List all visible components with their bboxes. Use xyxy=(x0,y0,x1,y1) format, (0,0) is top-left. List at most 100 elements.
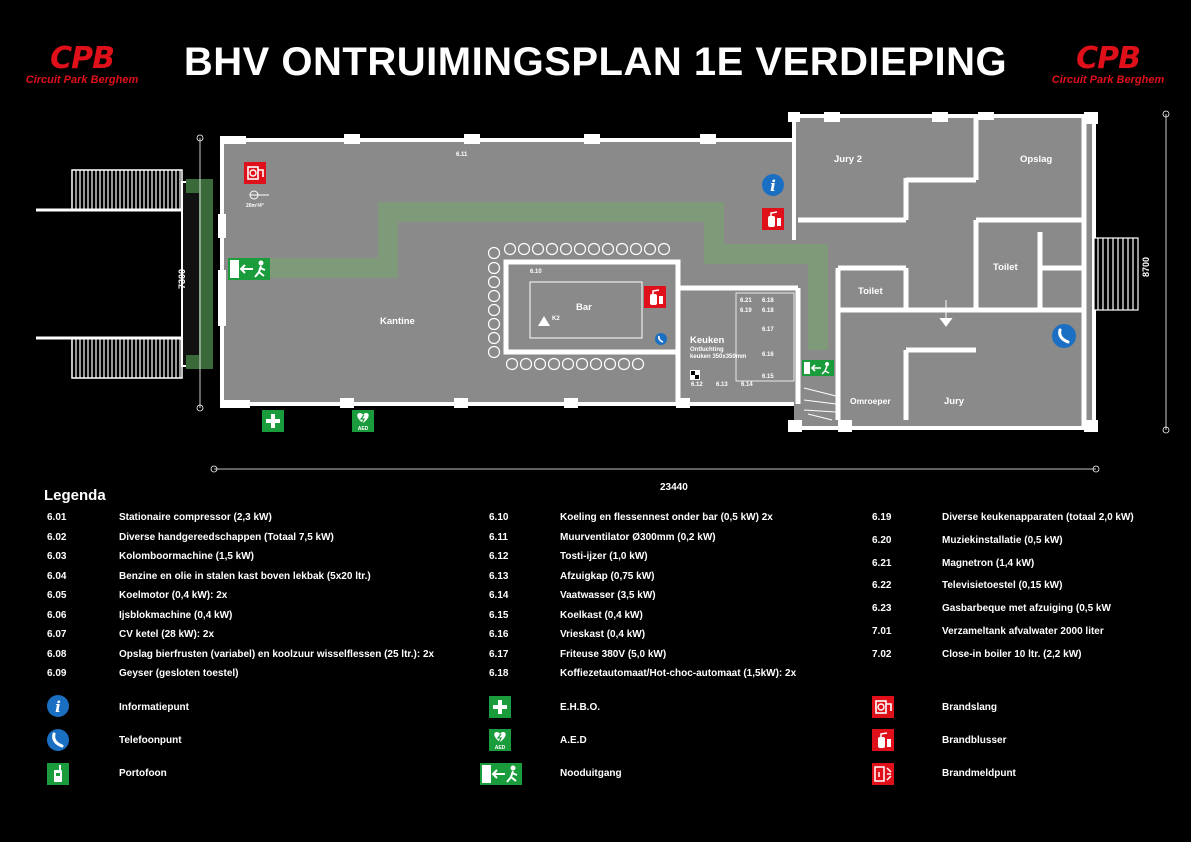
emergency-exit-icon xyxy=(480,763,522,785)
legend-code: 6.22 xyxy=(872,580,892,592)
staircase-top xyxy=(36,169,183,212)
legend-description: Magnetron (1,4 kW) xyxy=(942,557,1035,569)
legend-description: Ijsblokmachine (0,4 kW) xyxy=(119,609,233,621)
legend-code: 6.01 xyxy=(47,512,67,523)
legend-code: 6.07 xyxy=(47,629,67,640)
fire-hose-icon xyxy=(872,696,894,718)
legend-description: Televisietoestel (0,15 kW) xyxy=(942,580,1063,592)
legend-info-label: Informatiepunt xyxy=(119,702,189,713)
room-bar: Bar xyxy=(576,302,592,313)
legend-code: 6.05 xyxy=(47,590,67,601)
legend-code: 6.03 xyxy=(47,551,67,562)
room-jury-2: Jury 2 xyxy=(834,154,862,165)
phone-icon xyxy=(1052,324,1076,348)
legend-description: Close-in boiler 10 ltr. (2,2 kW) xyxy=(942,648,1082,660)
dimension-left-height: 7300 xyxy=(177,268,188,290)
label-6-11: 6.11 xyxy=(456,152,468,158)
room-kantine: Kantine xyxy=(380,316,415,327)
label-6-18: 6.18 xyxy=(762,308,774,314)
legend-code: 6.18 xyxy=(489,668,509,679)
fire-alarm-icon xyxy=(872,763,894,785)
legend-description: Koeling en flessennest onder bar (0,5 kW… xyxy=(560,512,773,523)
emergency-exit-icon xyxy=(802,360,834,376)
legend-extinguisher-label: Brandblusser xyxy=(942,735,1007,746)
legend-code: 6.09 xyxy=(47,668,67,679)
legend-code: 6.06 xyxy=(47,609,67,621)
svg-text:i: i xyxy=(770,177,776,195)
legend-code: 6.13 xyxy=(489,570,509,582)
label-6-10: 6.10 xyxy=(530,269,542,275)
aed-label: AED xyxy=(494,745,506,751)
legend-code: 6.15 xyxy=(489,609,509,621)
cpb-logo-right: CPB Circuit Park Berghem xyxy=(1048,44,1168,88)
legend-code: 6.11 xyxy=(489,531,508,543)
label-6-14: 6.14 xyxy=(741,382,753,388)
label-6-16: 6.16 xyxy=(762,352,774,358)
fire-hose-icon xyxy=(244,162,266,184)
logo-text: CPB xyxy=(50,41,115,76)
keuken-note: keuken 350x350mm xyxy=(690,354,747,360)
info-point-icon: i xyxy=(47,695,69,717)
legend-description: Muziekinstallatie (0,5 kW) xyxy=(942,534,1063,546)
cpb-logo-left: CPB Circuit Park Berghem xyxy=(22,44,142,88)
label-6-17: 6.17 xyxy=(762,327,774,333)
legend-description: Koffiezetautomaat/Hot-choc-automaat (1,5… xyxy=(560,668,797,679)
legend-code: 6.02 xyxy=(47,531,67,543)
legend-aed-label: A.E.D xyxy=(560,735,587,746)
legend-description: Verzameltank afvalwater 2000 liter xyxy=(942,626,1104,637)
legend-code: 6.17 xyxy=(489,648,509,660)
legend-description: Stationaire compressor (2,3 kW) xyxy=(119,512,272,523)
radio-icon xyxy=(47,763,69,785)
logo-subtitle: Circuit Park Berghem xyxy=(25,74,139,86)
legend-description: Tosti-ijzer (1,0 kW) xyxy=(560,551,648,562)
legend-code: 6.23 xyxy=(872,603,892,615)
legend-description: Gasbarbeque met afzuiging (0,5 kW xyxy=(942,603,1111,615)
legend-description: Afzuigkap (0,75 kW) xyxy=(560,570,655,582)
legend-alarm-label: Brandmeldpunt xyxy=(942,768,1016,779)
phone-icon xyxy=(655,333,667,345)
legend-code: 6.20 xyxy=(872,534,892,546)
legend-description: Koelmotor (0,4 kW): 2x xyxy=(119,590,228,601)
first-aid-icon xyxy=(262,410,284,432)
legend-code: 6.16 xyxy=(489,629,509,640)
label-6-19: 6.19 xyxy=(740,308,752,314)
escape-route-stair xyxy=(186,179,213,369)
legend-description: Diverse keukenapparaten (totaal 2,0 kW) xyxy=(942,512,1134,523)
legend-code: 6.19 xyxy=(872,512,892,523)
label-k2: K2 xyxy=(552,316,560,322)
legend-description: CV ketel (28 kW): 2x xyxy=(119,629,215,640)
legend-radio-label: Portofoon xyxy=(119,768,167,779)
legend-firstaid-label: E.H.B.O. xyxy=(560,702,601,713)
page-title: BHV ONTRUIMINGSPLAN 1E VERDIEPING xyxy=(183,40,1008,84)
aed-label: AED xyxy=(357,426,369,432)
legend-description: Opslag bierfrusten (variabel) en koolzuu… xyxy=(119,648,435,660)
legend-exit-label: Nooduitgang xyxy=(560,768,622,779)
legend-code: 7.01 xyxy=(872,626,892,637)
room-jury: Jury xyxy=(944,396,965,407)
legend-code: 6.21 xyxy=(872,557,892,569)
aed-icon: AED xyxy=(489,729,511,751)
logo-text: CPB xyxy=(1076,41,1141,76)
legend-description: Diverse handgereedschappen (Totaal 7,5 k… xyxy=(119,531,334,543)
hose-note: 20m²/4° xyxy=(246,203,264,209)
info-point-icon: i xyxy=(762,174,784,196)
legend-description: Geyser (gesloten toestel) xyxy=(119,668,239,679)
legend-heading: Legenda xyxy=(44,487,106,504)
fire-extinguisher-icon xyxy=(644,286,666,308)
dimension-right-height: 8700 xyxy=(1141,256,1152,278)
bar-stools xyxy=(487,242,671,371)
label-6-15: 6.15 xyxy=(762,374,774,380)
room-omroeper: Omroeper xyxy=(850,396,891,406)
legend-hose-label: Brandslang xyxy=(942,702,998,713)
emergency-exit-icon xyxy=(228,258,270,280)
room-toilet-1: Toilet xyxy=(858,286,883,297)
legend-code: 7.02 xyxy=(872,648,892,660)
room-toilet-2: Toilet xyxy=(993,262,1018,273)
legend-description: Koelkast (0,4 kW) xyxy=(560,609,643,621)
legend-description: Friteuse 380V (5,0 kW) xyxy=(560,648,667,660)
legend-code: 6.04 xyxy=(47,570,67,582)
legend-description: Vaatwasser (3,5 kW) xyxy=(560,590,656,601)
label-6-13: 6.13 xyxy=(716,382,728,388)
legend-description: Vrieskast (0,4 kW) xyxy=(560,629,646,640)
legend-code: 6.08 xyxy=(47,648,67,660)
